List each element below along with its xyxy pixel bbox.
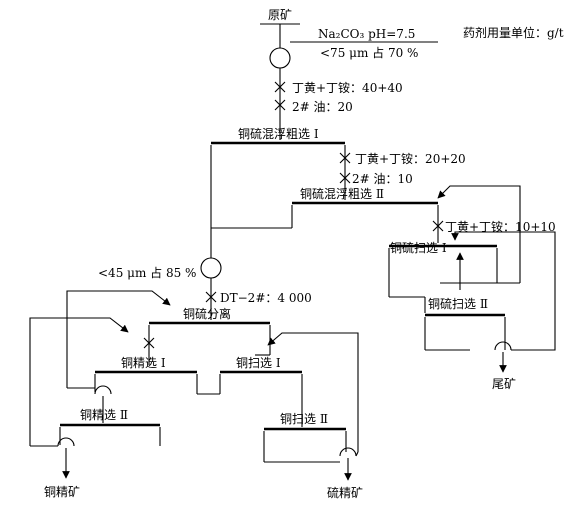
dose2-label: 2# 油：20 xyxy=(292,100,353,114)
cu-conc-discharge xyxy=(57,437,75,447)
cu-scav2-label: 铜扫选 Ⅱ xyxy=(280,411,328,426)
unit-note: 药剂用量单位：g/t xyxy=(463,25,564,40)
dose6-label: DT−2#：4 000 xyxy=(220,291,312,305)
grinding2-size-label: <45 μm 占 85 % xyxy=(98,265,196,280)
s-conc-label: 硫精矿 xyxy=(327,485,363,500)
tailings-label: 尾矿 xyxy=(492,377,516,391)
tailings-discharge xyxy=(494,341,512,351)
rougher2-label: 铜硫混浮粗选 Ⅱ xyxy=(300,186,384,201)
grinding-circle-1 xyxy=(269,47,291,69)
dose1-label: 丁黄+丁铵：40+40 xyxy=(292,80,403,95)
dose4-label: 2# 油：10 xyxy=(352,172,413,186)
scav1-label: 铜硫扫选 Ⅰ xyxy=(390,240,447,255)
reagent-cross-7 xyxy=(143,337,155,349)
feed-label: 原矿 xyxy=(268,8,292,22)
reagent-cross-4 xyxy=(339,172,351,184)
grinding1-size-label: <75 μm 占 70 % xyxy=(320,45,418,60)
reagent-cross-6 xyxy=(205,291,217,303)
reagent-cross-1 xyxy=(274,81,286,93)
reagent-cross-3 xyxy=(339,152,351,164)
grinding1-reagent-label: Na₂CO₃ pH=7.5 xyxy=(318,27,415,41)
dose5-label: 丁黄+丁铵：10+10 xyxy=(445,219,556,234)
separation-label: 铜硫分离 xyxy=(183,306,231,321)
grinding-circle-2 xyxy=(200,257,222,279)
scav2-label: 铜硫扫选 Ⅱ xyxy=(428,296,488,311)
cu-conc-label: 铜精矿 xyxy=(44,484,80,499)
dose3-label: 丁黄+丁铵：20+20 xyxy=(355,151,466,166)
reagent-cross-5 xyxy=(432,220,444,232)
rougher1-label: 铜硫混浮粗选 Ⅰ xyxy=(238,126,319,141)
cu-clean1-label: 铜精选 Ⅰ xyxy=(121,355,166,370)
cu-clean2-label: 铜精选 Ⅱ xyxy=(80,407,128,422)
reagent-cross-2 xyxy=(274,99,286,111)
s-conc-discharge xyxy=(339,447,357,457)
cu-scav1-label: 铜扫选 Ⅰ xyxy=(236,355,281,370)
